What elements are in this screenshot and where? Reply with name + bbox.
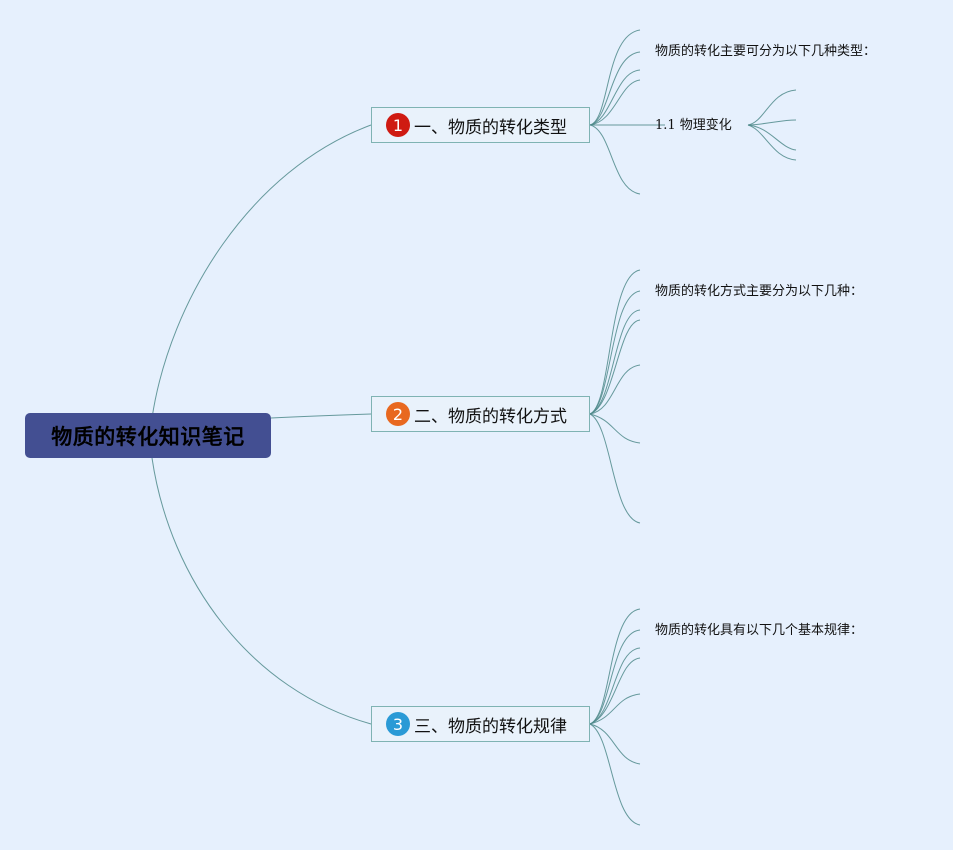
link-b2-leaf-1 xyxy=(589,269,641,415)
branch-label-2: 二、物质的转化方式 xyxy=(414,406,567,427)
number-badge-1: 1 xyxy=(386,113,410,137)
link-b3-leaf-1 xyxy=(589,608,641,725)
number-badge-3: 3 xyxy=(386,712,410,736)
link-b3-leaf-7 xyxy=(589,723,641,826)
link-b1-sub-3 xyxy=(747,124,797,151)
link-b3-leaf-6 xyxy=(589,723,641,765)
link-b2-leaf-2 xyxy=(589,290,641,415)
link-b3-leaf-5 xyxy=(589,693,641,725)
root-node[interactable]: 物质的转化知识笔记 xyxy=(25,413,271,458)
link-b2-leaf-6 xyxy=(589,413,641,444)
branch-node-1[interactable]: 1 一、物质的转化类型 xyxy=(371,107,590,143)
link-b2-leaf-7 xyxy=(589,413,641,524)
link-b1-leaf-4 xyxy=(589,79,641,126)
branch-node-2[interactable]: 2 二、物质的转化方式 xyxy=(371,396,590,432)
link-b1-sub-2 xyxy=(747,119,797,126)
link-b3-leaf-2 xyxy=(589,629,641,725)
branch-2-intro[interactable]: 物质的转化方式主要分为以下几种： xyxy=(655,284,864,299)
branch-1-sub-topic[interactable]: 1.1 物理变化 xyxy=(655,118,732,133)
link-b1-leaf-2 xyxy=(589,51,641,126)
branch-node-3[interactable]: 3 三、物质的转化规律 xyxy=(371,706,590,742)
link-b2-leaf-4 xyxy=(589,319,641,415)
branch-1-intro[interactable]: 物质的转化主要可分为以下几种类型： xyxy=(655,44,877,59)
link-b3-leaf-4 xyxy=(589,657,641,725)
branch-label-1: 一、物质的转化类型 xyxy=(414,117,567,138)
link-root-branch-2 xyxy=(270,413,372,419)
link-root-branch-3 xyxy=(151,457,372,725)
link-b2-leaf-5 xyxy=(589,364,641,415)
link-b1-sub-1 xyxy=(747,89,797,126)
link-root-branch-1 xyxy=(151,124,372,419)
branch-label-3: 三、物质的转化规律 xyxy=(414,716,567,737)
link-b1-leaf-6 xyxy=(589,124,641,195)
link-b1-leaf-1 xyxy=(589,29,641,126)
number-badge-2: 2 xyxy=(386,402,410,426)
link-b1-sub-4 xyxy=(747,124,797,161)
branch-3-intro[interactable]: 物质的转化具有以下几个基本规律： xyxy=(655,623,864,638)
link-b3-leaf-3 xyxy=(589,647,641,725)
link-b1-leaf-3 xyxy=(589,69,641,126)
root-label: 物质的转化知识笔记 xyxy=(51,424,245,449)
link-b2-leaf-3 xyxy=(589,309,641,415)
